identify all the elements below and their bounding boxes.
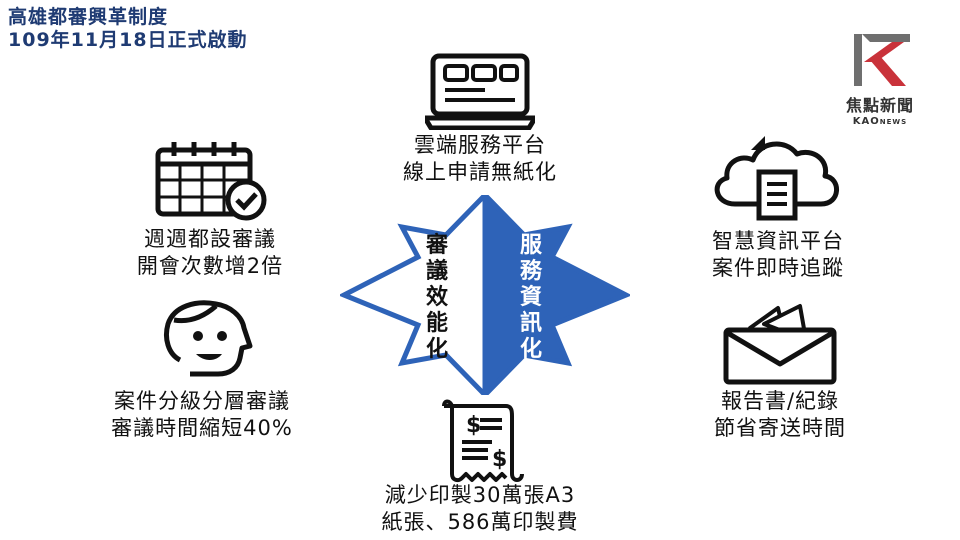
receipt-icon: $ $ <box>442 399 524 483</box>
mail-report-line1: 報告書/紀錄 <box>720 389 840 413</box>
tiered-review-label: 案件分級分層審議 審議時間縮短40% <box>92 388 312 442</box>
weekly-review-line2: 開會次數增2倍 <box>136 254 284 278</box>
cloud-document-icon <box>714 136 839 221</box>
envelope-icon <box>723 304 837 385</box>
launch-date: 109年11月18日正式啟動 <box>8 29 248 51</box>
tiered-review-line2: 審議時間縮短40% <box>111 416 293 440</box>
title-block: 高雄都審興革制度 109年11月18日正式啟動 <box>8 6 248 52</box>
kaonews-logo: 焦點新聞 KAONEWS <box>840 30 920 140</box>
cloud-platform-line1: 雲端服務平台 <box>414 133 546 157</box>
logo-sub-main: KAO <box>852 116 880 127</box>
mail-report-label: 報告書/紀錄 節省寄送時間 <box>680 388 880 442</box>
smart-platform-label: 智慧資訊平台 案件即時追蹤 <box>678 228 878 282</box>
weekly-review-label: 週週都設審議 開會次數增2倍 <box>110 226 310 280</box>
paper-saving-label: 減少印製30萬張A3 紙張、586萬印製費 <box>360 482 600 536</box>
smart-platform-line1: 智慧資訊平台 <box>712 229 844 253</box>
smart-platform-line2: 案件即時追蹤 <box>712 256 844 280</box>
logo-name: 焦點新聞 <box>845 96 914 115</box>
face-icon <box>164 300 253 377</box>
weekly-review-line1: 週週都設審議 <box>144 227 276 251</box>
mail-report-line2: 節省寄送時間 <box>714 416 846 440</box>
svg-text:$: $ <box>492 447 507 472</box>
laptop-icon <box>425 53 535 130</box>
k-logo-icon <box>854 34 910 86</box>
star-shape <box>340 195 630 395</box>
center-star: 審議效能化 服務資訊化 <box>340 195 630 395</box>
paper-saving-line1: 減少印製30萬張A3 <box>384 483 576 507</box>
tiered-review-line1: 案件分級分層審議 <box>114 389 290 413</box>
paper-saving-line2: 紙張、586萬印製費 <box>381 510 579 534</box>
page-title: 高雄都審興革制度 <box>8 6 169 28</box>
cloud-platform-label: 雲端服務平台 線上申請無紙化 <box>380 132 580 186</box>
efficiency-vertical-text: 審議效能化 <box>425 233 448 362</box>
logo-subtitle: KAONEWS <box>840 116 920 127</box>
logo-sub-small: NEWS <box>879 118 908 126</box>
calendar-check-icon <box>155 142 267 221</box>
cloud-platform-line2: 線上申請無紙化 <box>403 160 557 184</box>
svg-text:$: $ <box>466 413 481 438</box>
digital-service-vertical-text: 服務資訊化 <box>519 233 542 362</box>
